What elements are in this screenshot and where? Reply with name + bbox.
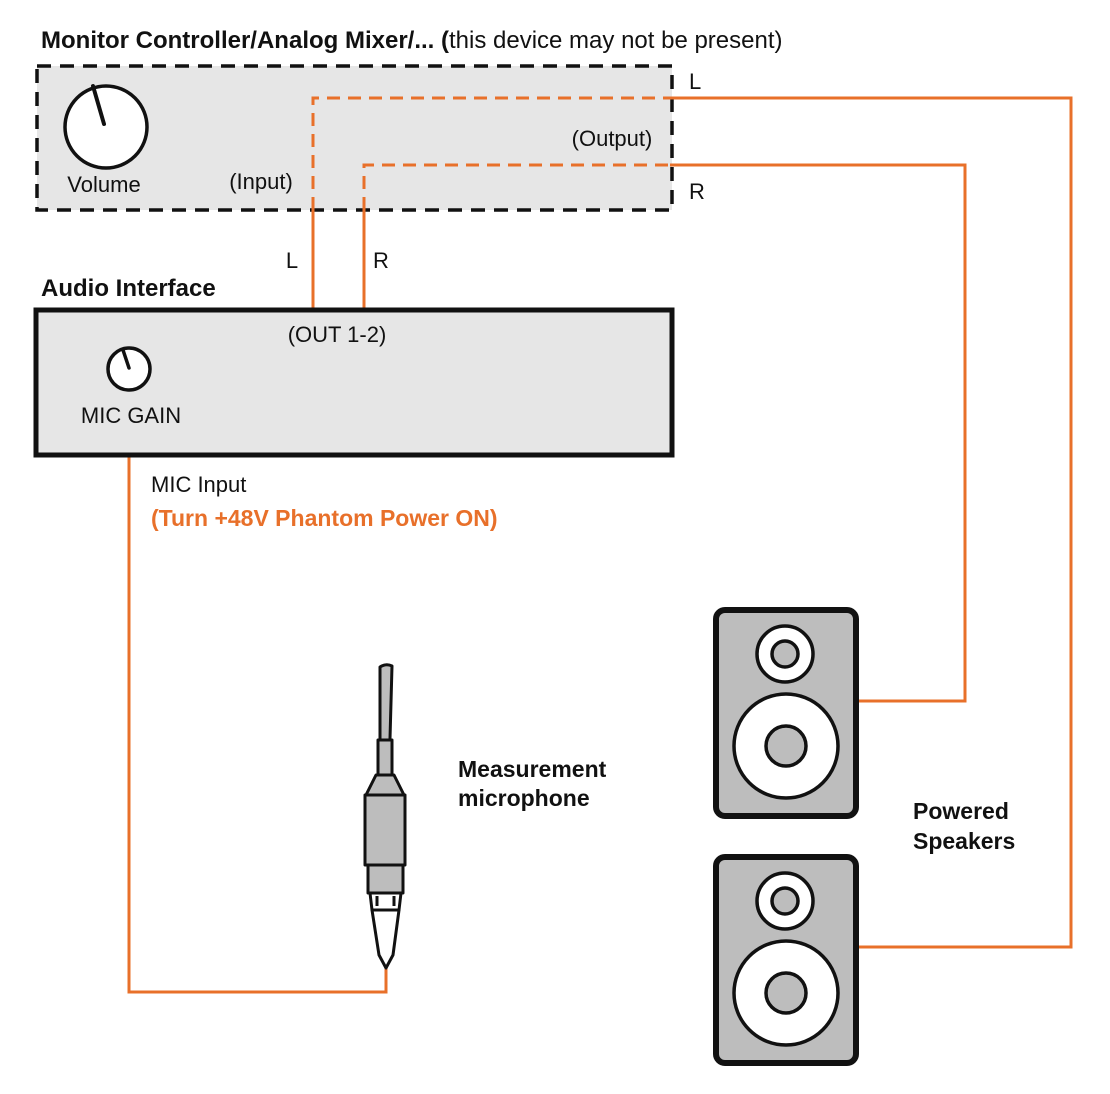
speakers-label-line2: Speakers (913, 828, 1015, 854)
mic-gain-knob-icon (106, 346, 152, 392)
controller-out-r-label: R (689, 179, 705, 204)
internal-route-left (311, 96, 670, 210)
microphone-label-line1: Measurement (458, 756, 607, 782)
controller-input-label: (Input) (229, 169, 293, 194)
phantom-power-note: (Turn +48V Phantom Power ON) (151, 505, 498, 531)
microphone-label-line2: microphone (458, 785, 590, 811)
monitor-controller-title-note: this device may not be present) (449, 27, 783, 54)
speaker-icon (713, 854, 859, 1066)
speaker-icon (713, 607, 859, 819)
monitor-controller-title-bold: Monitor Controller/Analog Mixer/... ( (41, 27, 449, 54)
mic-input-label: MIC Input (151, 472, 246, 497)
cable-speaker-left (670, 96, 1073, 949)
mic-gain-label: MIC GAIN (81, 403, 181, 428)
controller-output-label: (Output) (572, 126, 653, 151)
audio-interface-title: Audio Interface (41, 275, 216, 302)
volume-knob-icon (63, 84, 149, 170)
internal-route-right (362, 163, 670, 210)
cable-right-label: R (373, 248, 389, 273)
controller-out-l-label: L (689, 69, 701, 94)
speakers-label-line1: Powered (913, 798, 1009, 824)
measurement-microphone-icon (363, 663, 407, 970)
volume-label: Volume (67, 172, 140, 197)
cable-left-label: L (286, 248, 298, 273)
out-1-2-label: (OUT 1-2) (288, 322, 387, 347)
monitor-controller-title: Monitor Controller/Analog Mixer/... (thi… (41, 27, 783, 54)
cable-microphone (127, 455, 388, 994)
cable-speaker-right (670, 163, 967, 703)
